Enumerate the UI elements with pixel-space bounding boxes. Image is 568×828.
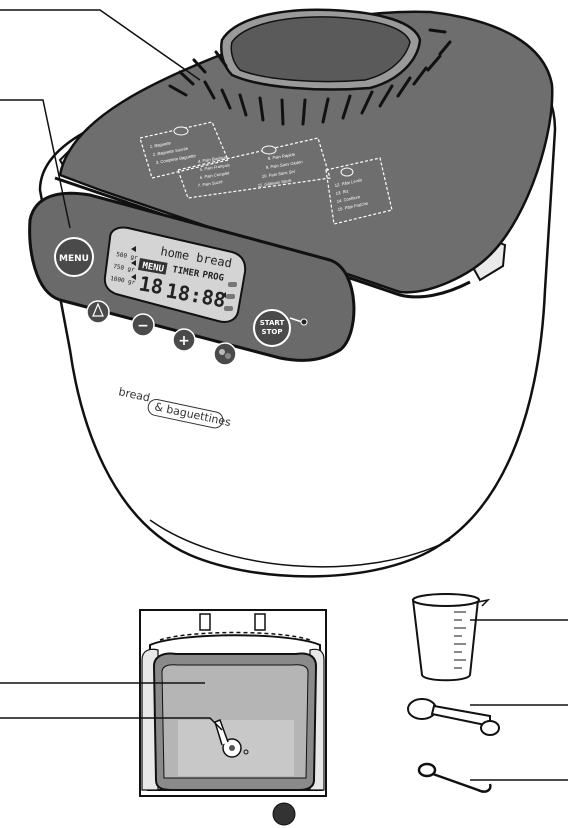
panel-right-line-2: 13. Riz	[335, 188, 350, 196]
menu-button-label: MENU	[59, 254, 89, 264]
weight-750: 750 gr	[113, 263, 136, 274]
lid-window	[220, 8, 422, 91]
inside-callouts	[0, 682, 223, 731]
panel-center-line-6: 9. Pain Sans Gluten	[265, 159, 303, 170]
panel-center-line-4: 7. Pain Sucré	[197, 179, 223, 188]
minus-button[interactable]: −	[131, 313, 155, 337]
display-timer-label: TIMER	[171, 265, 200, 280]
panel-center-line-8: 11. Gâteaux Seuls	[257, 178, 292, 188]
stop-label: STOP	[262, 328, 283, 336]
plus-button[interactable]: +	[172, 328, 196, 352]
display-program-number: 18	[137, 271, 165, 299]
panel-center-line-2: 5. Pain Français	[199, 162, 231, 172]
panel-right-line-3: 14. Confiture	[336, 194, 361, 204]
timer-icon	[155, 347, 165, 359]
weight-500: 500 gr	[116, 251, 139, 262]
measuring-cup	[411, 593, 568, 682]
plus-symbol: +	[178, 333, 190, 349]
menu-button[interactable]: MENU	[54, 237, 94, 277]
panel-left-line-2: 2. Baguette Sucrée	[151, 146, 189, 157]
brand-bread: bread	[117, 385, 151, 404]
lid-panel-right: 12. Pâte Levée 13. Riz 14. Confiture 15.…	[325, 157, 393, 225]
weight-1000: 1000 gr	[110, 275, 136, 286]
panel-center-line-1: 4. Pain Basique	[197, 154, 227, 164]
crust-color-button[interactable]	[86, 300, 110, 324]
start-stop-button[interactable]: START STOP	[253, 309, 308, 347]
measuring-spoon	[407, 698, 568, 736]
minus-symbol: −	[137, 318, 149, 334]
lid-panel-center: 4. Pain Basique 5. Pain Français 6. Pain…	[177, 137, 331, 199]
page-marker	[272, 802, 296, 826]
lid-vents	[168, 28, 452, 126]
baking-pan	[152, 652, 318, 791]
ingredients-button[interactable]	[213, 342, 237, 366]
display-menu-label: MENU	[141, 261, 164, 275]
panel-right-line-4: 15. Pâte Fraîche	[337, 201, 369, 212]
panel-center-line-7: 10. Pain Sans Sel	[261, 169, 296, 179]
paddle-hook	[417, 762, 568, 793]
panel-center-line-5: 8. Pain Rapide	[267, 152, 296, 161]
panel-center-line-3: 6. Pain Complet	[199, 170, 230, 180]
display-prog-label: PROG	[201, 270, 224, 284]
start-label: START	[260, 319, 285, 327]
callout-lines	[0, 9, 201, 229]
panel-right-line-1: 12. Pâte Levée	[334, 177, 363, 188]
lcd-display: home bread MENU TIMER PROG 18 18:88 500 …	[103, 226, 247, 323]
panel-left-line-1: 1. Baguette	[149, 140, 172, 149]
